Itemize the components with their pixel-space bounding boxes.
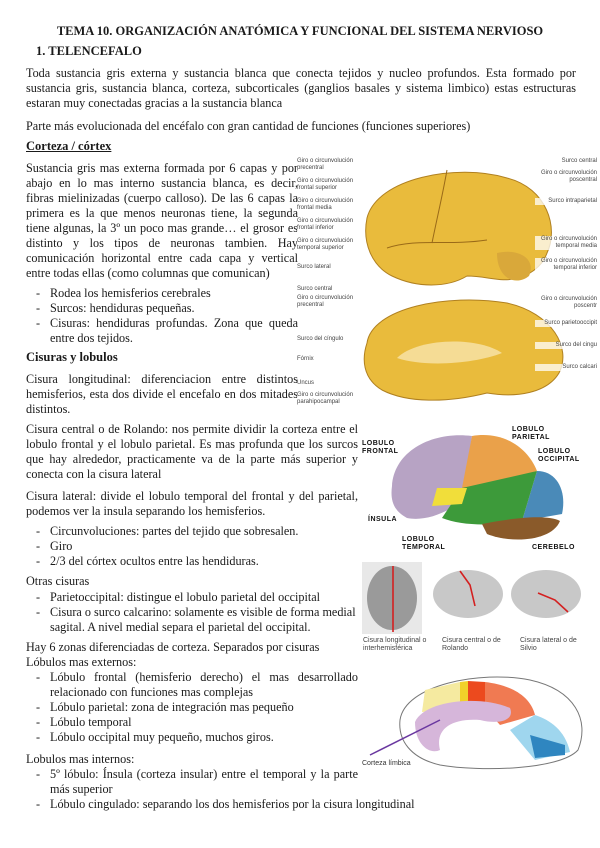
cisuras-heading: Cisuras y lobulos xyxy=(26,350,118,364)
figure-label: Surco parietooccipit xyxy=(535,320,597,327)
lobe-label: CEREBELO xyxy=(532,544,575,551)
list-item: Cisuras: hendiduras profundas. Zona que … xyxy=(26,316,298,346)
lobe-label: ÍNSULA xyxy=(368,516,398,523)
list-item: Lóbulo parietal: zona de integración mas… xyxy=(26,700,358,715)
lobe-label: LOBULO TEMPORAL xyxy=(402,536,446,551)
circunvoluciones-list: Circunvoluciones: partes del tejido que … xyxy=(26,524,358,569)
figure-label: Giro o circunvolución frontal media xyxy=(297,198,363,212)
cisura-central-paragraph: Cisura central o de Rolando: nos permite… xyxy=(26,422,358,481)
figure-label: Surco calcari xyxy=(535,364,597,371)
lateral-fissure xyxy=(537,592,569,613)
cisura-longitudinal-paragraph: Cisura longitudinal: diferenciacion entr… xyxy=(26,372,298,416)
figure-caption: Cisura lateral o de Silvio xyxy=(520,637,577,652)
figure-label: Surco central xyxy=(535,158,597,165)
brain-drawing xyxy=(363,169,564,401)
intro-paragraph: Toda sustancia gris externa y sustancia … xyxy=(26,66,576,110)
temporal-lobe xyxy=(442,471,537,525)
brain-lateral-medial-figure: Giro o circunvolución precentral Giro o … xyxy=(297,158,597,410)
figure-label: Giro o circunvolución frontal superior xyxy=(297,178,363,192)
otras-cisuras-list: Parietoccipital: distingue el lobulo par… xyxy=(26,590,358,635)
limbic-label: Corteza límbica xyxy=(362,760,411,767)
list-item: Circunvoluciones: partes del tejido que … xyxy=(26,524,358,539)
figure-label: Giro o circunvolución parahipocampal xyxy=(297,392,363,406)
figure-caption: Cisura longitudinal o interhemisférica xyxy=(363,637,427,652)
list-item: Surcos: hendiduras pequeñas. xyxy=(26,301,298,316)
list-item: 2/3 del córtex ocultos entre las hendidu… xyxy=(26,554,358,569)
list-item: Lóbulo cingulado: separando los dos hemi… xyxy=(26,797,415,812)
figure-label: Surco del cíngulo xyxy=(297,336,363,343)
intro-paragraph-2: Parte más evolucionada del encéfalo con … xyxy=(26,119,471,133)
list-item: Cisura o surco calcarino: solamente es v… xyxy=(26,605,358,635)
lobe-label: LOBULO OCCIPITAL xyxy=(538,448,594,464)
internos-label: Lobulos mas internos: xyxy=(26,752,135,766)
externos-list: Lóbulo frontal (hemisferio derecho) el m… xyxy=(26,670,358,745)
externos-label: Lóbulos mas externos: xyxy=(26,655,137,669)
otras-cisuras-label: Otras cisuras xyxy=(26,574,90,588)
figure-label: Uncus xyxy=(297,380,363,387)
limbic-cortex-figure: Corteza límbica xyxy=(362,676,583,770)
corteza-paragraph: Sustancia gris mas externa formada por 6… xyxy=(26,161,298,280)
figure-label: Surco intraparietal xyxy=(535,198,597,205)
section-heading: 1. TELENCEFALO xyxy=(36,44,142,58)
figure-caption: Cisura central o de Rolando xyxy=(442,637,501,652)
figure-label: Giro o circunvolución temporal media xyxy=(535,236,597,250)
figure-label: Giro o circunvolución temporal superior xyxy=(297,238,363,252)
central-fissure xyxy=(459,570,476,607)
list-item: Parietoccipital: distingue el lobulo par… xyxy=(26,590,358,605)
list-item: Lóbulo occipital muy pequeño, muchos gir… xyxy=(26,730,358,745)
document-title: TEMA 10. ORGANIZACIÓN ANATÓMICA Y FUNCIO… xyxy=(56,24,544,38)
parietal-lobe xyxy=(462,435,537,488)
occipital-lobe xyxy=(522,471,564,521)
brain-lateral-image xyxy=(365,169,552,286)
figure-label: Giro o circunvolución precentral xyxy=(297,158,363,172)
lobe-label: LOBULO FRONTAL xyxy=(362,440,399,455)
limbic-cortex xyxy=(415,700,511,752)
figure-label: Surco central xyxy=(297,286,363,293)
insula xyxy=(432,488,467,506)
list-item: Rodea los hemisferios cerebrales xyxy=(26,286,298,301)
cisuras-figure: Cisura longitudinal o interhemisférica C… xyxy=(360,560,595,655)
figure-label: Surco del cingu xyxy=(535,342,597,349)
list-item: Lóbulo frontal (hemisferio derecho) el m… xyxy=(26,670,358,700)
lobe-label: LOBULO PARIETAL xyxy=(512,426,550,441)
figure-label: Giro o circunvolución temporal inferior xyxy=(535,258,597,272)
zonas-paragraph: Hay 6 zonas diferenciadas de corteza. Se… xyxy=(26,640,320,654)
corteza-list: Rodea los hemisferios cerebrales Surcos:… xyxy=(26,286,298,346)
figure-label: Giro o circunvolución poscentral xyxy=(535,170,597,184)
figure-label: Surco lateral xyxy=(297,264,363,271)
figure-label: Fórnix xyxy=(297,356,363,363)
list-item: Giro xyxy=(26,539,358,554)
figure-label: Giro o circunvolución poscentr xyxy=(535,296,597,310)
figure-label: Giro o circunvolución precentral xyxy=(297,295,363,309)
cisura-lateral-paragraph: Cisura lateral: divide el lobulo tempora… xyxy=(26,489,358,518)
figure-label: Giro o circunvolución frontal inferior xyxy=(297,218,363,232)
lobes-drawing xyxy=(391,435,564,540)
internos-list: 5º lóbulo: Ínsula (corteza insular) entr… xyxy=(26,767,415,812)
list-item: Lóbulo temporal xyxy=(26,715,358,730)
cisuras-drawing xyxy=(362,562,581,634)
corteza-heading: Corteza / córtex xyxy=(26,139,112,153)
brain-lobes-figure: LOBULO FRONTAL LOBULO PARIETAL LOBULO OC… xyxy=(362,426,594,558)
list-item: 5º lóbulo: Ínsula (corteza insular) entr… xyxy=(26,767,358,797)
cerebellum xyxy=(482,517,560,540)
brain-medial-image xyxy=(363,299,564,401)
